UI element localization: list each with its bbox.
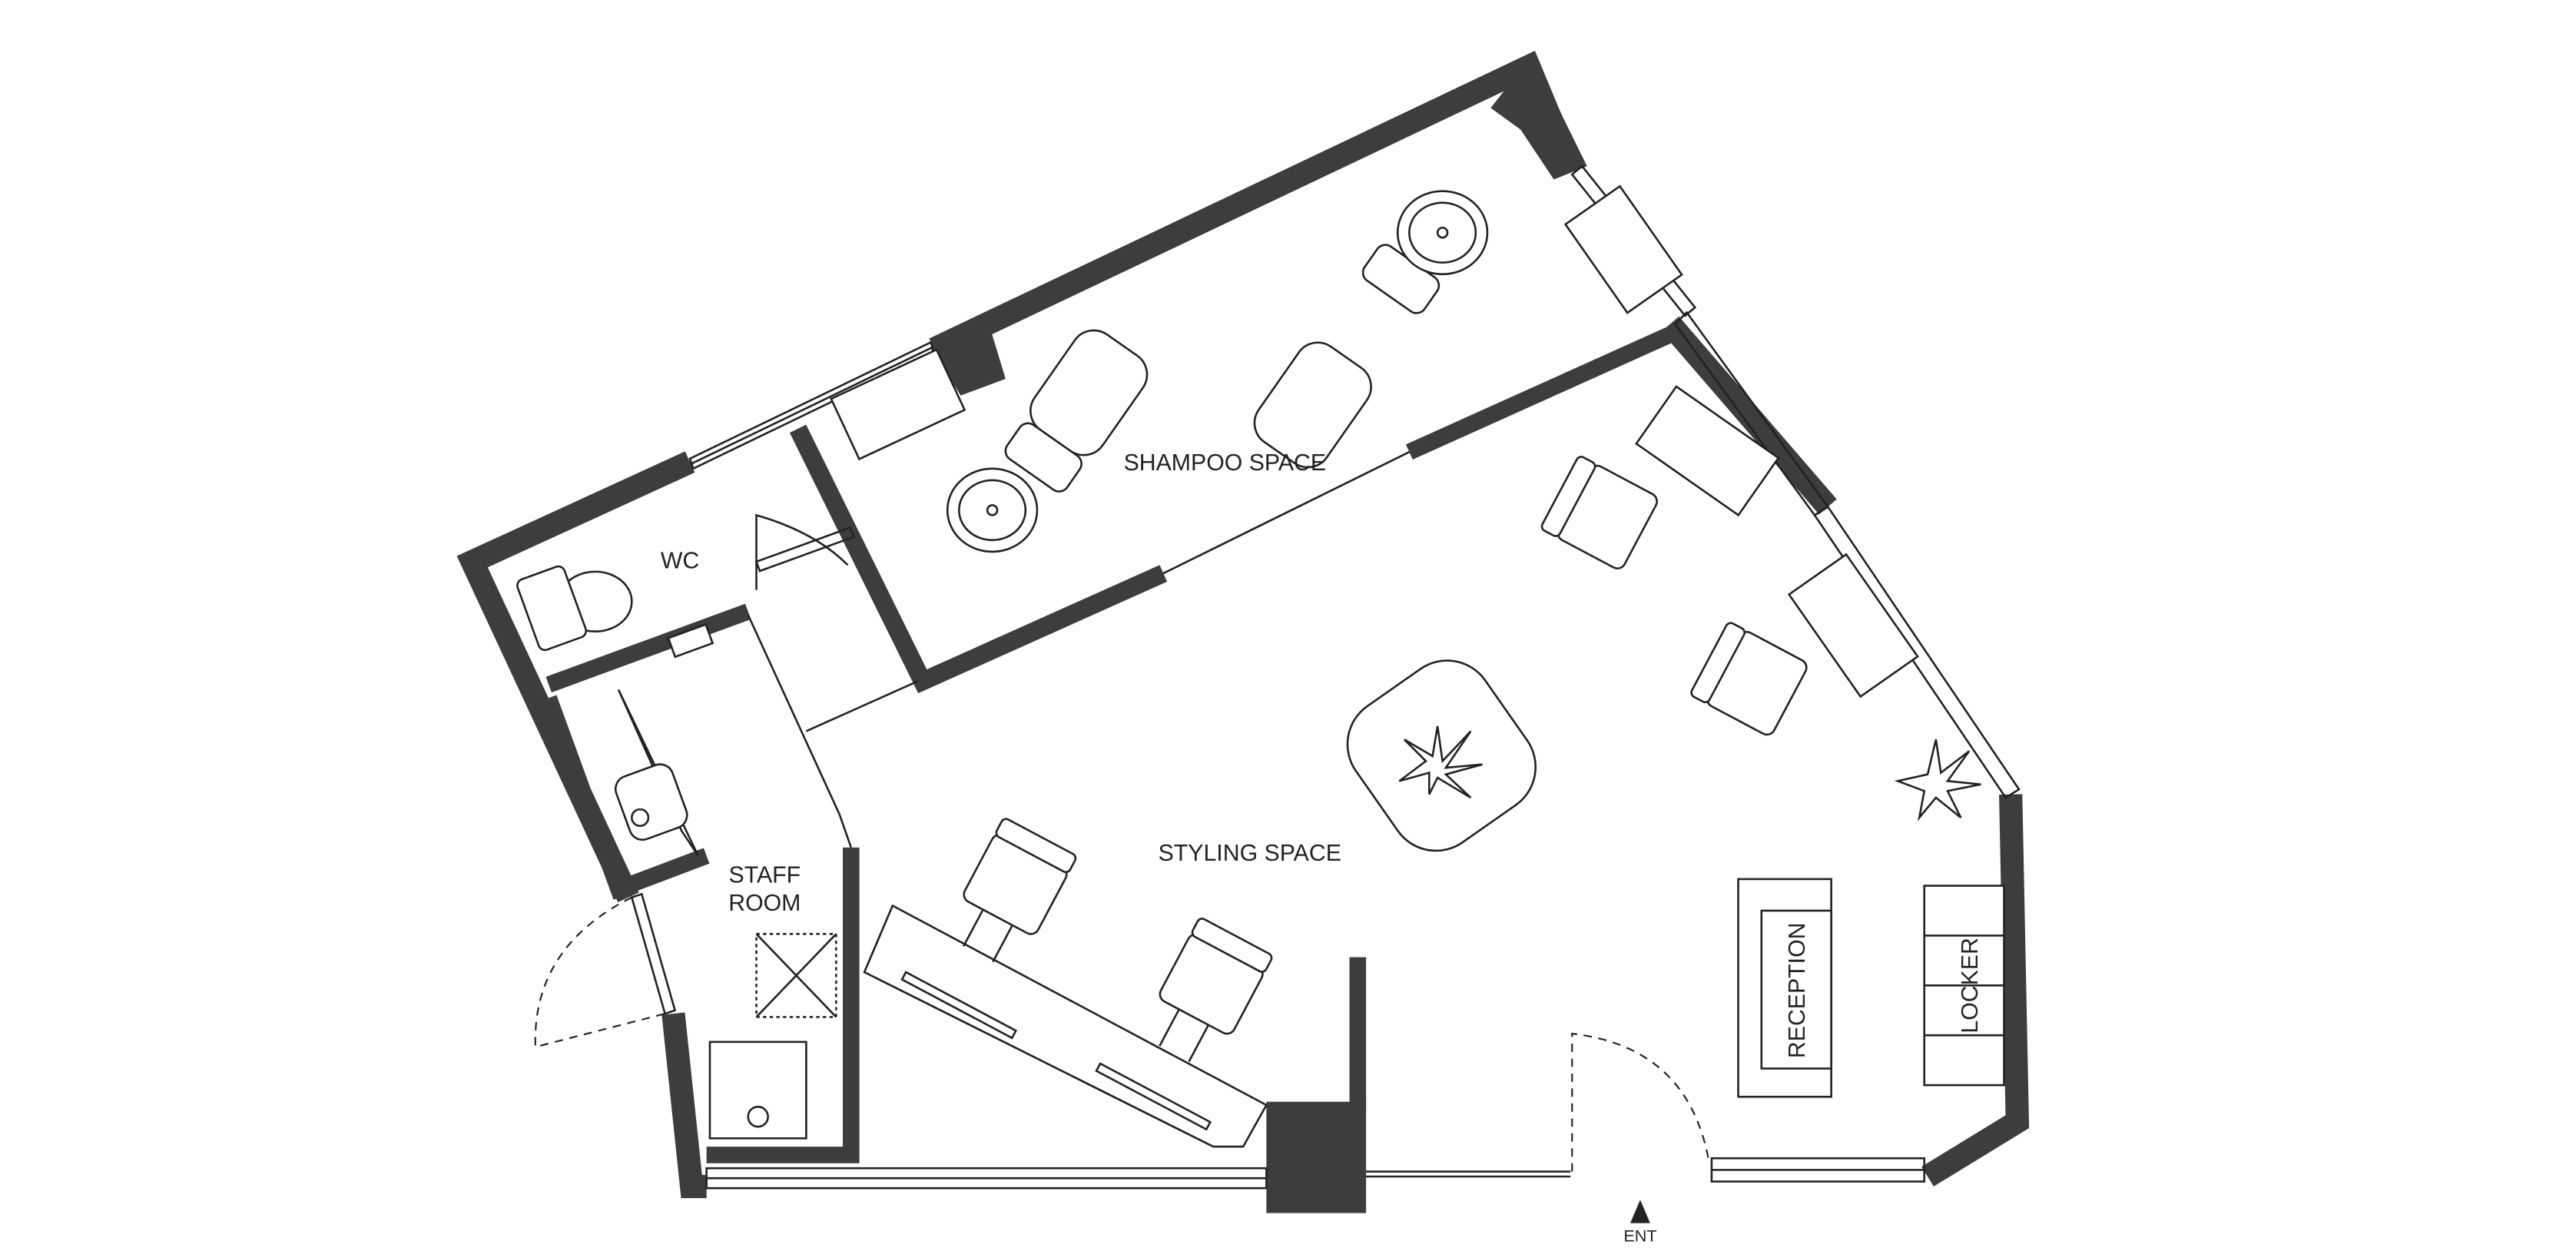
entrance-label: ENT: [1623, 1226, 1656, 1245]
doors: [534, 513, 1709, 1172]
toilet: [516, 565, 633, 652]
locker-label: LOCKER: [1958, 938, 1983, 1033]
shampoo-space-label: SHAMPOO SPACE: [1124, 450, 1326, 476]
staff-room-label-1: STAFF: [729, 862, 801, 888]
staff-room-label-2: ROOM: [728, 891, 801, 916]
styling-chair: [1159, 918, 1273, 1063]
counter: [1563, 184, 1683, 314]
staff-counter: [614, 689, 699, 857]
styling-space-label: STYLING SPACE: [1159, 841, 1341, 866]
styling-chair: [963, 818, 1077, 963]
styling-chair: [1690, 622, 1808, 736]
floor-hatch: [755, 932, 837, 1018]
wc-label: WC: [661, 549, 699, 574]
wash-basin: [667, 622, 714, 659]
shampoo-bowl: [946, 467, 1039, 553]
reception-desk: RECEPTION: [1737, 878, 1832, 1098]
shelf: [830, 348, 966, 461]
styling-chair: [1540, 456, 1658, 569]
entrance-arrow-icon: [1629, 1200, 1650, 1223]
shampoo-chair: [1004, 329, 1149, 493]
styling-counter: [863, 904, 1268, 1148]
mirror-station: [1787, 553, 1919, 699]
interior-walls: [541, 324, 1679, 1163]
plant-icon: [1894, 739, 1981, 821]
plant-icon: [1398, 725, 1483, 799]
shampoo-chair: [1253, 244, 1441, 469]
mirror-station: [1635, 385, 1780, 517]
locker: LOCKER: [1923, 885, 2005, 1087]
reception-label: RECEPTION: [1785, 923, 1810, 1059]
shampoo-bowl: [1396, 190, 1489, 276]
washing-machine: [708, 1041, 807, 1140]
